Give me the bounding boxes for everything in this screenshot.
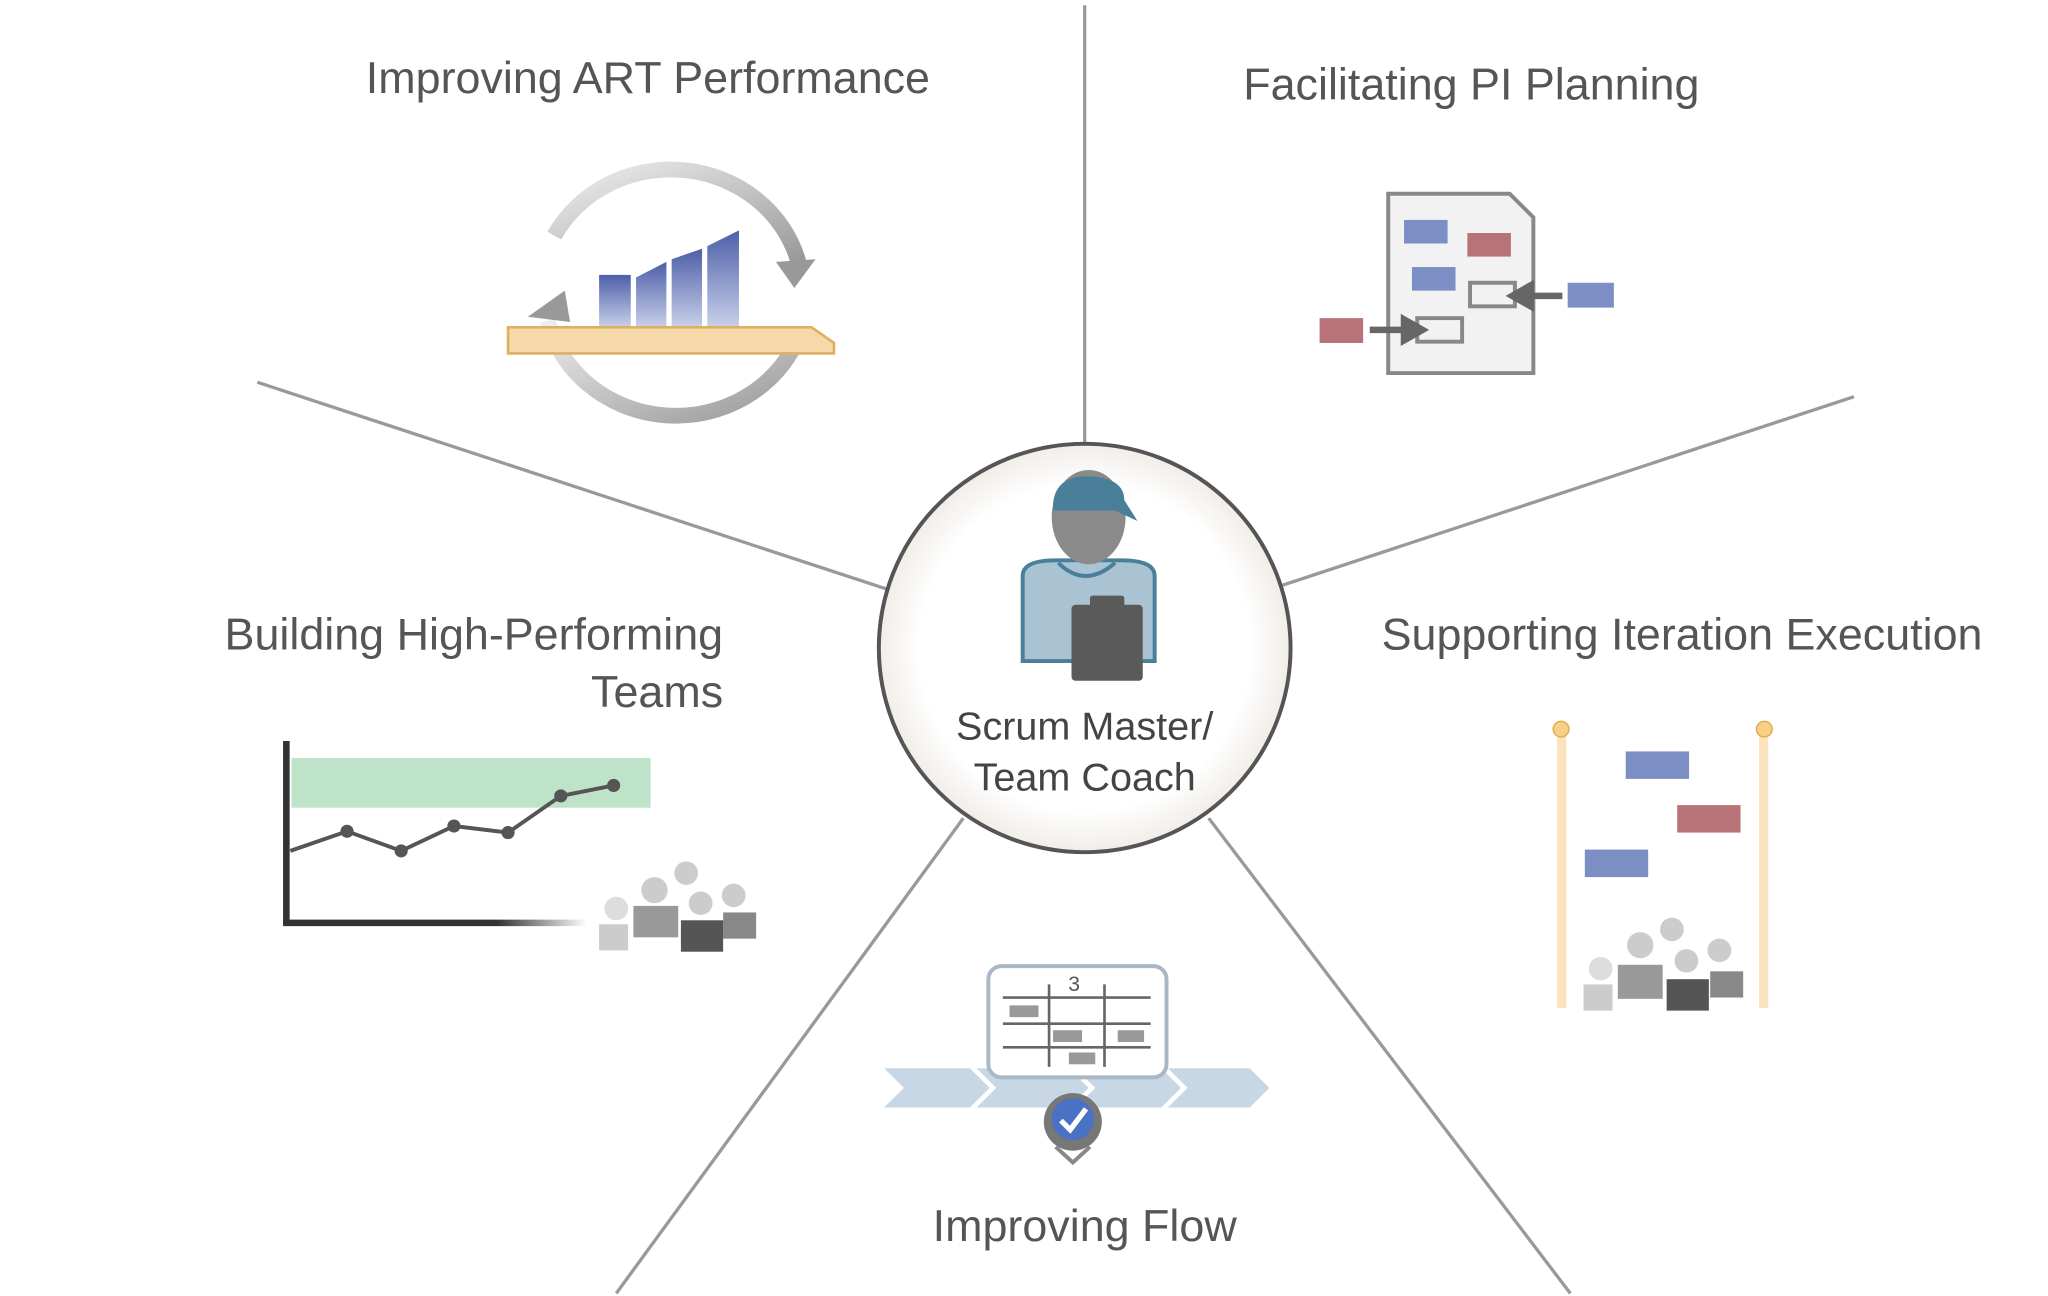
segment-high-performing-teams: Building High-Performing Teams (225, 610, 757, 952)
team-people-icon (599, 861, 757, 952)
center-label-line1: Scrum Master/ (956, 705, 1213, 749)
art-performance-title: Improving ART Performance (366, 54, 930, 103)
divider-lower-left (614, 817, 965, 1295)
center-role: Scrum Master/ Team Coach (876, 441, 1293, 855)
scrum-master-icon (1020, 469, 1157, 681)
pi-planning-title: Facilitating PI Planning (1243, 61, 1699, 110)
iteration-execution-title: Supporting Iteration Execution (1382, 610, 1983, 659)
train-performance-icon (506, 161, 836, 424)
divider-upper-left (256, 380, 888, 591)
checkmark-badge-icon (1043, 1093, 1102, 1166)
segment-pi-planning: Facilitating PI Planning (1243, 61, 1699, 376)
divider-lines (256, 5, 1855, 1295)
flow-title: Improving Flow (933, 1202, 1238, 1251)
teams-title-line2: Teams (591, 668, 723, 717)
center-label-line2: Team Coach (974, 756, 1196, 800)
divider-lower-right (1207, 817, 1572, 1295)
segment-flow: Improving Flow 3 (884, 964, 1270, 1251)
segment-iteration-execution: Supporting Iteration Execution (1382, 610, 1983, 1011)
divider-upper-right (1282, 395, 1855, 587)
kanban-flow-icon: 3 (884, 964, 1270, 1166)
planning-document-icon (1319, 191, 1614, 376)
team-performance-chart-icon (283, 740, 757, 952)
teams-title-line1: Building High-Performing (225, 610, 724, 659)
segment-art-performance: Improving ART Performance (366, 54, 930, 424)
iteration-team-people-icon (1583, 917, 1744, 1011)
kanban-board-number: 3 (1068, 973, 1080, 996)
iteration-board-icon (1552, 720, 1773, 1011)
